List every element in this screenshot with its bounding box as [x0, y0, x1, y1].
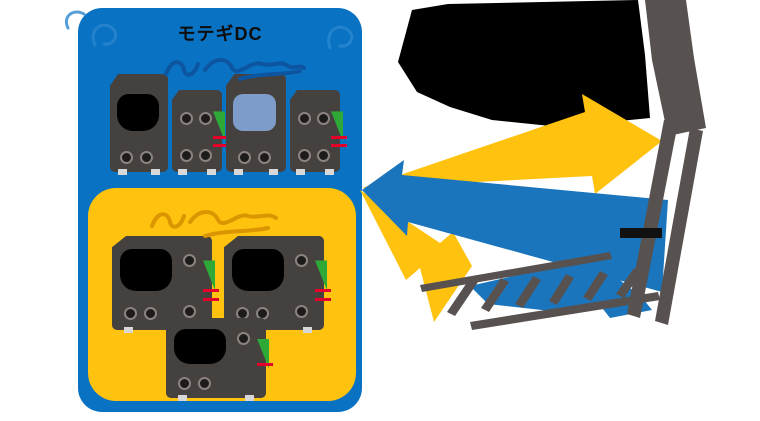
- red-led: [331, 144, 347, 148]
- server-dial: [298, 112, 311, 125]
- server-front-panel: [116, 93, 159, 131]
- server-dial: [124, 307, 137, 320]
- red-led: [257, 362, 273, 366]
- server-body: [172, 90, 222, 172]
- server-foot: [325, 169, 334, 175]
- black-silhouette-shape: [398, 0, 650, 127]
- server-front-panel: [174, 329, 226, 365]
- server-dial: [258, 151, 271, 164]
- server-foot: [269, 169, 278, 175]
- gray-rail: [655, 128, 703, 325]
- server-foot: [178, 395, 187, 401]
- server-tower-icon: [112, 236, 219, 333]
- server-dial: [298, 149, 311, 162]
- yellow-arrow-right: [362, 94, 662, 194]
- server-dial: [140, 151, 153, 164]
- datacenter-label: モテギDC: [177, 24, 263, 44]
- gray-stroke: [583, 271, 608, 301]
- gray-stroke: [616, 268, 642, 298]
- red-led: [213, 135, 229, 139]
- server-dial: [237, 332, 250, 345]
- server-foot: [124, 327, 133, 333]
- server-dial: [178, 377, 191, 390]
- server-dial: [317, 149, 330, 162]
- yellow-arrow-down: [360, 190, 472, 322]
- server-foot: [234, 169, 243, 175]
- blue-fragment-shape: [470, 258, 640, 312]
- server-dial: [199, 112, 212, 125]
- server-foot: [296, 169, 305, 175]
- dark-bar: [620, 228, 662, 238]
- red-led: [203, 298, 219, 302]
- red-led: [203, 288, 219, 292]
- gray-stroke: [549, 274, 574, 305]
- server-foot: [151, 169, 160, 175]
- server-foot: [245, 395, 254, 401]
- server-foot: [303, 327, 312, 333]
- gray-rail: [627, 120, 678, 318]
- server-dial: [198, 377, 211, 390]
- server-dial: [199, 149, 212, 162]
- server-dial: [180, 112, 193, 125]
- blue-fragment-shape: [520, 228, 656, 268]
- gray-structure-shape: [645, 0, 706, 136]
- server-dial: [295, 254, 308, 267]
- server-tower-icon: [166, 318, 273, 401]
- server-dial: [120, 151, 133, 164]
- gray-stroke: [515, 276, 541, 308]
- gray-stroke: [447, 278, 478, 316]
- server-dial: [180, 149, 193, 162]
- server-dial: [183, 305, 196, 318]
- gray-stroke: [420, 252, 612, 292]
- server-tower-icon: [290, 90, 347, 175]
- gray-stroke: [481, 278, 509, 312]
- server-foot: [178, 169, 187, 175]
- server-tower-icon: [226, 74, 286, 175]
- gray-stroke: [470, 292, 660, 330]
- server-front-panel: [233, 93, 277, 131]
- server-dial: [317, 112, 330, 125]
- server-dial: [238, 151, 251, 164]
- server-foot: [207, 169, 216, 175]
- server-tower-icon: [172, 90, 229, 175]
- server-tower-icon: [110, 74, 168, 175]
- red-led: [331, 135, 347, 139]
- red-led: [315, 298, 331, 302]
- blue-arrow-left: [362, 160, 668, 292]
- server-dial: [295, 305, 308, 318]
- server-dial: [144, 307, 157, 320]
- red-led: [213, 144, 229, 148]
- server-front-panel: [232, 249, 284, 291]
- server-body: [290, 90, 340, 172]
- blue-fragment-shape: [596, 290, 652, 318]
- server-foot: [118, 169, 127, 175]
- red-led: [315, 288, 331, 292]
- server-tower-icon: [224, 236, 331, 333]
- server-front-panel: [120, 249, 172, 291]
- server-dial: [183, 254, 196, 267]
